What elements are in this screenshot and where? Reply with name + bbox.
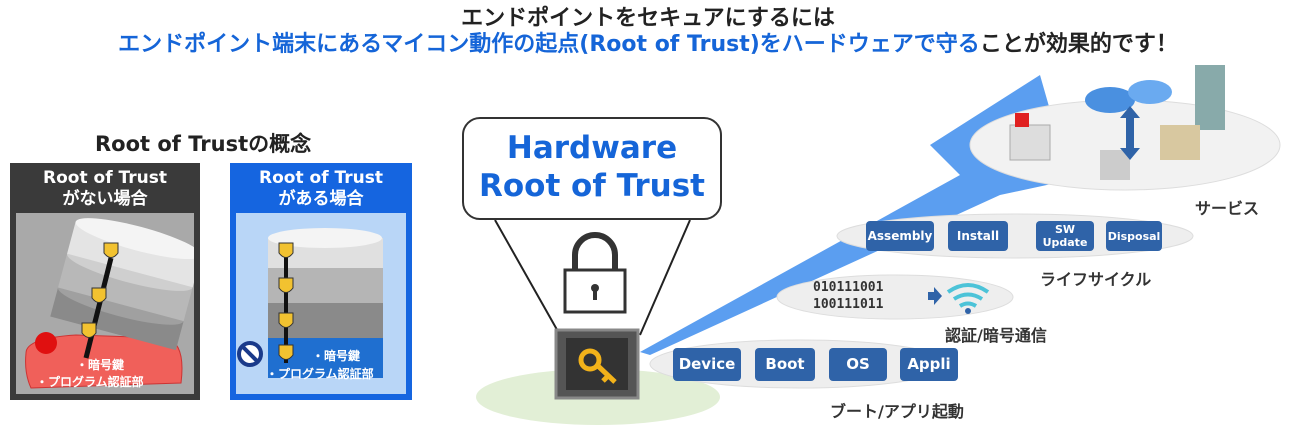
lock-icon (563, 232, 627, 314)
big-arrow (640, 75, 1070, 355)
without-line2: がない場合 (62, 189, 148, 209)
bits-line1: 010111001 (813, 280, 884, 295)
concept-heading: Root of Trustの概念 (95, 132, 312, 156)
lifecycle-step: Assembly (866, 221, 934, 251)
with-rot-illustration: ・暗号鍵 ・プログラム認証部 (236, 213, 406, 394)
boot-step: Appli (900, 348, 958, 381)
title-line1: エンドポイントをセキュアにするには (461, 6, 835, 31)
boot-step: Boot (755, 348, 815, 381)
hardware-line1: Hardware (506, 130, 678, 166)
boot-step: OS (829, 348, 887, 381)
comm-label: 認証/暗号通信 (945, 326, 1047, 345)
with-key-text: ・暗号鍵 (312, 349, 361, 363)
lifecycle-label: ライフサイクル (1040, 270, 1152, 289)
service-label: サービス (1195, 199, 1260, 218)
title-line2-black: ことが効果的です！ (979, 32, 1178, 57)
chip-key-icon (554, 328, 640, 400)
tilted-stack-icon (25, 218, 202, 389)
lifecycle-step: Disposal (1106, 221, 1162, 251)
lifecycle-step: SW Update (1036, 221, 1094, 251)
with-program-text: ・プログラム認証部 (266, 367, 374, 381)
without-key-text: ・暗号鍵 (76, 358, 125, 372)
without-rot-illustration: ・暗号鍵 ・プログラム認証部 (16, 213, 202, 394)
cloud-buildings-icon (1009, 65, 1225, 180)
boot-step: Device (673, 348, 741, 381)
callout-lines (494, 219, 691, 336)
without-line1: Root of Trust (43, 168, 167, 188)
with-line2: がある場合 (278, 189, 364, 209)
stable-stack-icon (237, 228, 383, 378)
without-program-text: ・プログラム認証部 (36, 375, 144, 389)
arrow-icon (928, 287, 942, 305)
hardware-line2: Root of Trust (478, 168, 706, 204)
wifi-icon (946, 283, 990, 314)
title-line2: エンドポイント端末にあるマイコン動作の起点(Root of Trust)をハード… (0, 26, 1296, 58)
with-line1: Root of Trust (259, 168, 383, 188)
title-line2-blue: エンドポイント端末にあるマイコン動作の起点(Root of Trust)をハード… (118, 32, 980, 57)
comm-ellipse (776, 274, 1014, 320)
lifecycle-step: Install (948, 221, 1008, 251)
bits-line2: 100111011 (813, 297, 884, 312)
boot-label: ブート/アプリ起動 (830, 402, 964, 421)
